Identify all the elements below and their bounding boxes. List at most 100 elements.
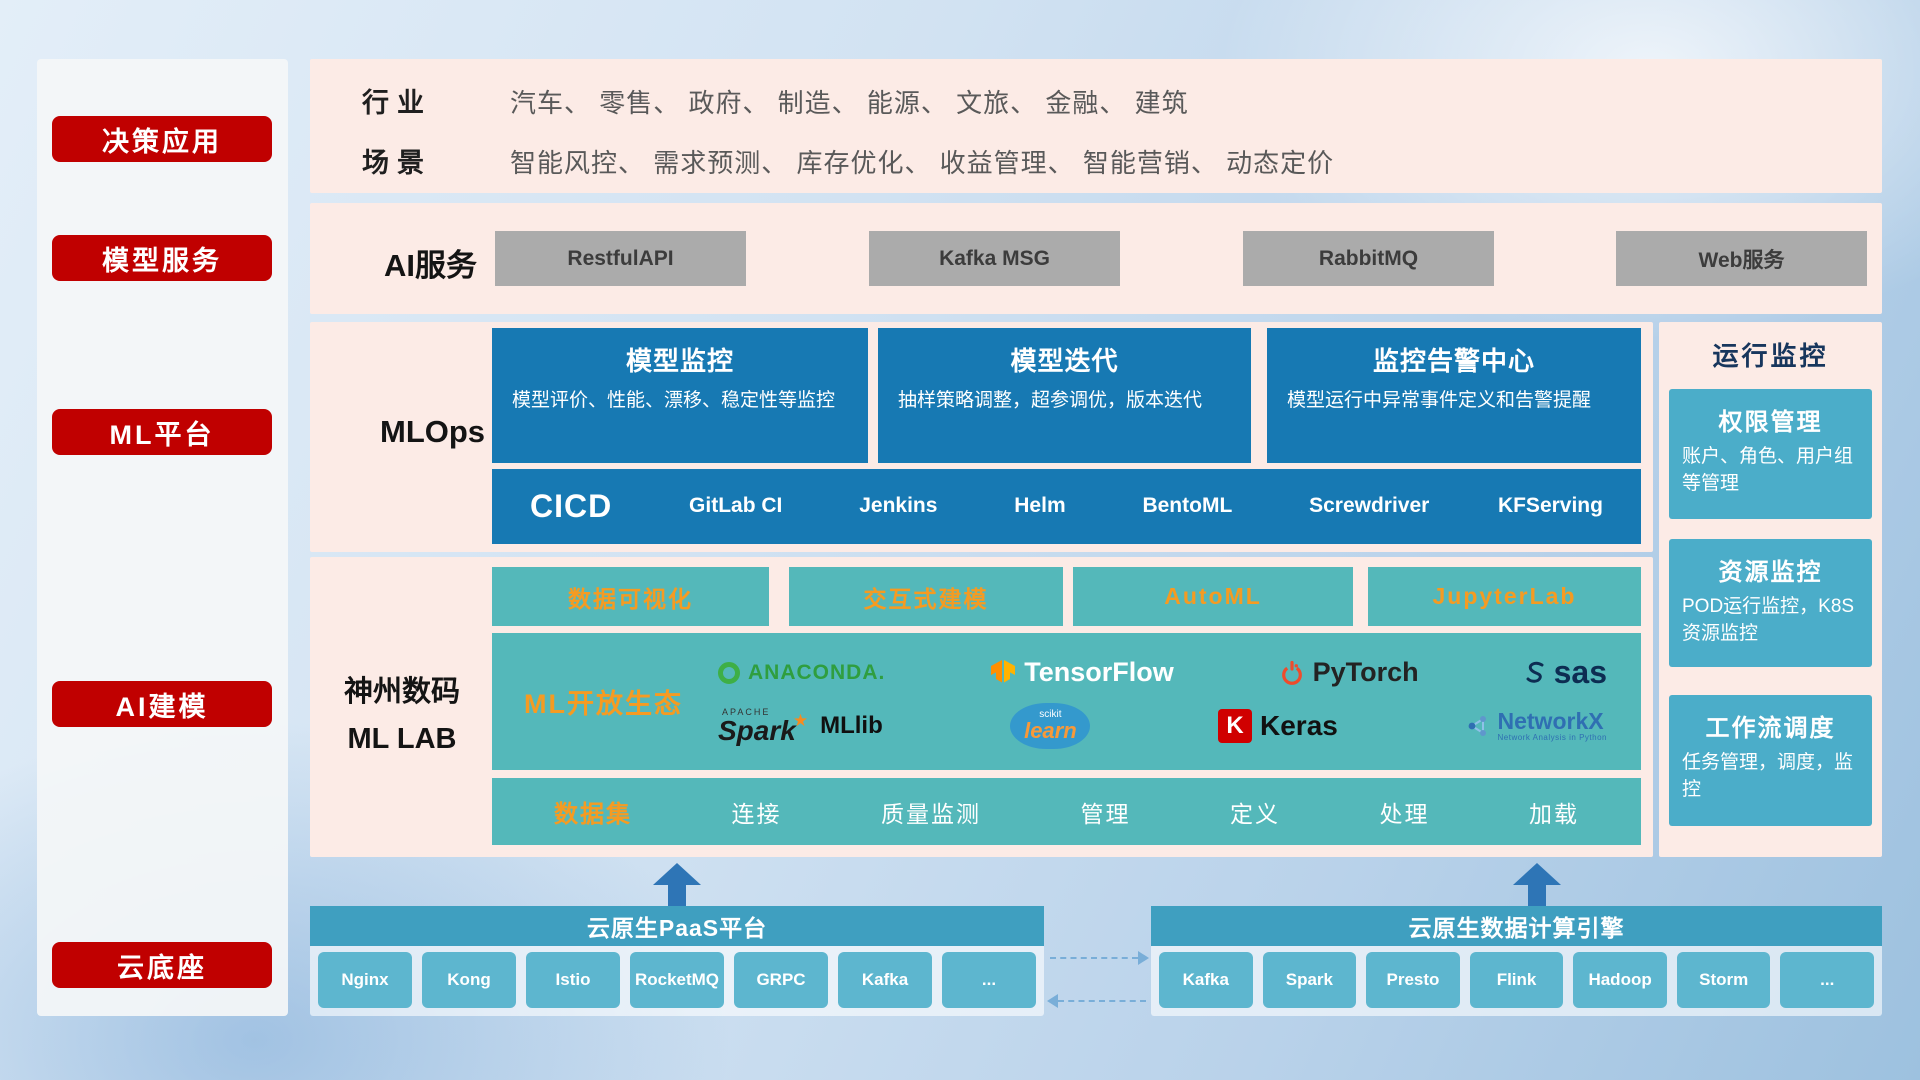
engine-title-bar: 云原生数据计算引擎 bbox=[1151, 906, 1882, 946]
paas-chip-row: Nginx Kong Istio RocketMQ GRPC Kafka ... bbox=[310, 952, 1044, 1008]
card-title: 权限管理 bbox=[1718, 409, 1823, 436]
chip-presto: Presto bbox=[1366, 952, 1460, 1008]
card-desc: 模型运行中异常事件定义和告警提醒 bbox=[1287, 390, 1592, 411]
dataset-item-quality: 质量监测 bbox=[881, 800, 981, 827]
sidebar-item-cloud-base: 云底座 bbox=[52, 942, 272, 988]
scene-items: 智能风控、 需求预测、 库存优化、 收益管理、 智能营销、 动态定价 bbox=[510, 148, 1335, 178]
mlops-band: MLOps 模型监控 模型评价、性能、漂移、稳定性等监控 模型迭代 抽样策略调整… bbox=[310, 322, 1653, 552]
eco-logos: ANACONDA. TensorFlow PyTorch sas bbox=[718, 654, 1615, 749]
anaconda-label: ANACONDA. bbox=[748, 660, 886, 684]
sidebar-item-model-services: 模型服务 bbox=[52, 235, 272, 281]
chip-rocketmq: RocketMQ bbox=[630, 952, 724, 1008]
alert-center-card: 监控告警中心 模型运行中异常事件定义和告警提醒 bbox=[1267, 328, 1641, 463]
industry-scene-band: 行业 汽车、 零售、 政府、 制造、 能源、 文旅、 金融、 建筑 场景 智能风… bbox=[310, 59, 1882, 193]
arrow-right-icon bbox=[1138, 951, 1149, 965]
chip-hadoop: Hadoop bbox=[1573, 952, 1667, 1008]
industry-items: 汽车、 零售、 政府、 制造、 能源、 文旅、 金融、 建筑 bbox=[510, 88, 1189, 118]
cicd-item-screwdriver: Screwdriver bbox=[1309, 494, 1430, 518]
card-title: 模型监控 bbox=[625, 346, 734, 376]
paas-title-bar: 云原生PaaS平台 bbox=[310, 906, 1044, 946]
keras-icon: K bbox=[1218, 709, 1253, 743]
scikit-learn-icon: scikit learn bbox=[1010, 703, 1091, 749]
scikit-label: scikit bbox=[1039, 709, 1062, 720]
chip-more: ... bbox=[1780, 952, 1875, 1008]
runtime-monitoring-title: 运行监控 bbox=[1712, 341, 1829, 371]
cicd-bar: CICD GitLab CI Jenkins Helm BentoML Scre… bbox=[492, 469, 1641, 544]
dataset-label: 数据集 bbox=[554, 801, 632, 828]
card-title: 工作流调度 bbox=[1705, 715, 1836, 742]
tensorflow-logo: TensorFlow bbox=[990, 657, 1174, 688]
pytorch-icon bbox=[1281, 660, 1302, 685]
up-arrow-icon bbox=[653, 863, 701, 906]
up-arrow-icon bbox=[1513, 863, 1561, 906]
left-nav-panel: 决策应用 模型服务 ML平台 AI建模 云底座 bbox=[37, 59, 288, 1016]
networkx-label: NetworkX bbox=[1497, 707, 1604, 734]
mlops-label: MLOps bbox=[380, 414, 486, 449]
model-monitoring-card: 模型监控 模型评价、性能、漂移、稳定性等监控 bbox=[492, 328, 868, 463]
cicd-item-gitlab: GitLab CI bbox=[689, 494, 783, 518]
keras-logo: K Keras bbox=[1218, 709, 1338, 743]
spark-wordmark: APACHE Spark ★ bbox=[718, 707, 809, 746]
ai-service-web: Web服务 bbox=[1616, 231, 1867, 286]
spark-mllib-logo: APACHE Spark ★ MLlib bbox=[718, 707, 883, 746]
chip-storm: Storm bbox=[1676, 952, 1771, 1008]
sas-label: sas bbox=[1553, 654, 1607, 690]
industry-label: 行业 bbox=[362, 88, 432, 118]
anaconda-icon bbox=[718, 661, 740, 684]
dashed-flow-left bbox=[1058, 1000, 1146, 1002]
card-title: 监控告警中心 bbox=[1372, 346, 1535, 376]
eco-label: ML开放生态 bbox=[524, 689, 683, 719]
chip-istio: Istio bbox=[526, 952, 620, 1008]
cicd-item-bentoml: BentoML bbox=[1142, 494, 1233, 518]
spark-label: Spark bbox=[718, 714, 796, 746]
sidebar-item-ml-platform: ML平台 bbox=[52, 409, 272, 455]
mllib-label: MLlib bbox=[820, 712, 883, 739]
chip-kafka: Kafka bbox=[1159, 952, 1253, 1008]
mllab-band: 神州数码 ML LAB 数据可视化 交互式建模 AutoML JupyterLa… bbox=[310, 557, 1653, 857]
sas-logo: sas bbox=[1524, 654, 1607, 691]
ai-service-rabbitmq: RabbitMQ bbox=[1243, 231, 1494, 286]
ml-ecosystem-panel: ML开放生态 ANACONDA. TensorFlow PyTorch bbox=[492, 633, 1641, 770]
chip-kafka: Kafka bbox=[838, 952, 932, 1008]
dataset-item-connect: 连接 bbox=[731, 800, 782, 827]
chip-flink: Flink bbox=[1469, 952, 1564, 1008]
sidebar-item-ai-modeling: AI建模 bbox=[52, 681, 272, 727]
feature-data-visualization: 数据可视化 bbox=[492, 567, 769, 626]
tensorflow-icon bbox=[991, 659, 1016, 682]
eco-row-1: ANACONDA. TensorFlow PyTorch sas bbox=[718, 654, 1615, 691]
card-desc: POD运行监控，K8S资源监控 bbox=[1682, 596, 1855, 644]
networkx-subtitle: Network Analysis in Python bbox=[1497, 733, 1607, 743]
learn-label: learn bbox=[1024, 718, 1077, 743]
ai-service-restfulapi: RestfulAPI bbox=[495, 231, 746, 286]
mllab-label: 神州数码 ML LAB bbox=[322, 669, 482, 763]
anaconda-logo: ANACONDA. bbox=[718, 661, 885, 685]
cicd-item-jenkins: Jenkins bbox=[859, 494, 938, 518]
chip-spark: Spark bbox=[1262, 952, 1357, 1008]
card-desc: 账户、角色、用户组等管理 bbox=[1682, 446, 1854, 494]
card-title: 模型迭代 bbox=[1010, 346, 1119, 376]
feature-jupyterlab: JupyterLab bbox=[1368, 567, 1641, 626]
dashed-flow-right bbox=[1050, 957, 1138, 959]
networkx-logo: NetworkX Network Analysis in Python bbox=[1466, 707, 1608, 743]
permission-management-card: 权限管理 账户、角色、用户组等管理 bbox=[1669, 389, 1872, 519]
feature-automl: AutoML bbox=[1073, 567, 1353, 626]
card-desc: 模型评价、性能、漂移、稳定性等监控 bbox=[512, 390, 836, 411]
cicd-item-kfserving: KFServing bbox=[1497, 494, 1603, 518]
chip-more: ... bbox=[942, 952, 1036, 1008]
workflow-scheduling-card: 工作流调度 任务管理，调度，监控 bbox=[1669, 695, 1872, 826]
ai-service-label: AI服务 bbox=[384, 248, 477, 283]
dataset-bar: 数据集 连接 质量监测 管理 定义 处理 加载 bbox=[492, 778, 1641, 845]
sas-icon bbox=[1526, 661, 1544, 683]
spark-star-icon: ★ bbox=[792, 710, 809, 730]
card-title: 资源监控 bbox=[1718, 559, 1823, 586]
runtime-monitoring-panel: 运行监控 权限管理 账户、角色、用户组等管理 资源监控 POD运行监控，K8S资… bbox=[1659, 322, 1882, 857]
keras-label: Keras bbox=[1260, 710, 1338, 741]
ai-service-kafka-msg: Kafka MSG bbox=[869, 231, 1120, 286]
card-desc: 抽样策略调整，超参调优，版本迭代 bbox=[898, 390, 1203, 411]
tensorflow-label: TensorFlow bbox=[1024, 657, 1174, 687]
dataset-item-load: 加载 bbox=[1529, 800, 1579, 827]
chip-nginx: Nginx bbox=[318, 952, 412, 1008]
org-line1: 神州数码 bbox=[343, 676, 460, 708]
chip-grpc: GRPC bbox=[734, 952, 828, 1008]
